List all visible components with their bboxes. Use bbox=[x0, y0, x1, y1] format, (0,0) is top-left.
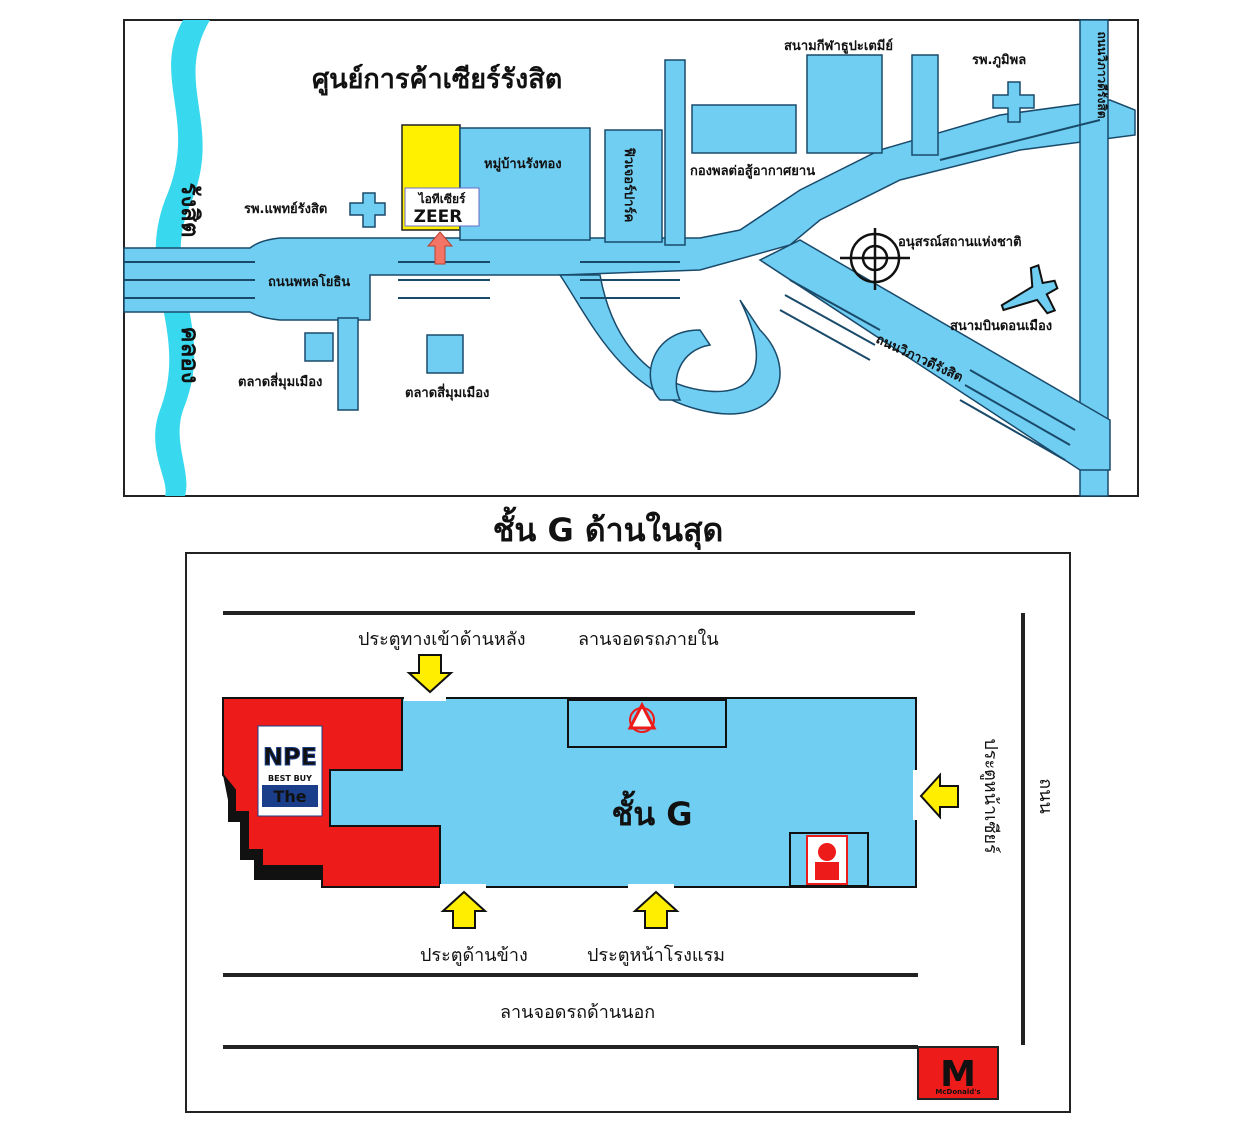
zeer-logo bbox=[404, 187, 480, 227]
zeer-logo-bottom-text: ZEER bbox=[414, 207, 463, 227]
hospital-bhumibol-label: รพ.ภูมิพล bbox=[972, 53, 1026, 68]
airport-airplane-icon bbox=[1000, 264, 1059, 315]
mcdonalds-box bbox=[917, 1046, 999, 1100]
thai-stadium-label: สนามกีฬาธูปะเตมีย์ bbox=[784, 38, 893, 54]
monument-target-icon bbox=[840, 228, 910, 290]
village-building bbox=[459, 127, 591, 241]
zeer-door-gap bbox=[913, 770, 919, 820]
air-force-label: กองพลต่อสู้อากาศยาน bbox=[690, 163, 815, 179]
market-1-building bbox=[304, 332, 334, 362]
hospital-rangsit-label: รพ.แพทย์รังสิต bbox=[244, 201, 327, 217]
road-label: ถนน bbox=[1035, 778, 1056, 814]
back-entrance-arrow-icon bbox=[406, 654, 454, 694]
zeer-entrance-arrow-icon bbox=[426, 231, 454, 265]
future-park-label: ฟิวเจอร์ปาร์ค bbox=[621, 147, 637, 222]
npe-logo-bestbuy: BEST BUY bbox=[268, 774, 312, 783]
side-door-arrow-icon bbox=[440, 890, 488, 929]
mcdonalds-arches-icon: M bbox=[940, 1054, 976, 1095]
hospital-bhumibol-cross-icon bbox=[992, 81, 1035, 123]
hotel-door-gap bbox=[628, 884, 674, 889]
future-park-building bbox=[604, 129, 663, 243]
pt-shop-logo-icon bbox=[627, 701, 657, 730]
air-force-building bbox=[691, 104, 797, 154]
npe-logo-band bbox=[262, 785, 318, 807]
inner-parking-label: ลานจอดรถภายใน bbox=[578, 628, 719, 650]
pt-shop-logo-ring-icon bbox=[629, 707, 655, 733]
outer-parking-label: ลานจอดรถด้านนอก bbox=[500, 1002, 655, 1023]
bottom-map: NPE BEST BUY The M McDonald's ประตูทางเข… bbox=[185, 552, 1071, 1113]
side-road-right bbox=[911, 54, 939, 156]
hotel-door-arrow-icon bbox=[632, 890, 680, 929]
npe-store-shadow bbox=[223, 775, 322, 880]
vibhavadi-diagonal-road bbox=[758, 239, 1111, 471]
back-door-gap bbox=[404, 696, 446, 701]
back-entrance-label: ประตูทางเข้าด้านหลัง bbox=[358, 629, 526, 650]
canal-river bbox=[155, 20, 210, 496]
top-map: ไอทีเซียร์ ZEER ศูนย์การค้าเซียร์รังสิต … bbox=[123, 19, 1139, 497]
canal-label-rangsit: รังสิต bbox=[176, 183, 204, 238]
airport-label: สนามบินดอนเมือง bbox=[950, 318, 1052, 334]
village-label: หมู่บ้านรังทอง bbox=[484, 156, 562, 172]
phahonyothin-road-label: ถนนพหลโยธิน bbox=[268, 273, 350, 290]
npe-logo-the: The bbox=[273, 787, 306, 806]
kfc-logo-body-icon bbox=[815, 862, 839, 880]
market-1-label: ตลาดสี่มุมเมือง bbox=[238, 372, 322, 390]
market-2-building bbox=[426, 334, 464, 374]
side-door-label: ประตูด้านข้าง bbox=[420, 945, 528, 966]
lane-stripes bbox=[124, 119, 1101, 461]
market-2-label: ตลาดสี่มุมเมือง bbox=[405, 383, 489, 401]
mall-title: ศูนย์การค้าเซียร์รังสิต bbox=[312, 63, 562, 96]
side-road-center bbox=[664, 59, 686, 246]
floor-heading: ชั้น G ด้านในสุด bbox=[493, 506, 724, 551]
side-road-left bbox=[337, 317, 359, 411]
monument-label: อนุสรณ์สถานแห่งชาติ bbox=[898, 234, 1022, 250]
vibhavadi-road-label: ถนนวิภาวดีรังสิต bbox=[1095, 31, 1109, 118]
zeer-logo-top-text: ไอทีเซียร์ bbox=[417, 191, 466, 206]
side-door-gap bbox=[440, 884, 486, 889]
phahonyothin-road-shape bbox=[123, 99, 1136, 321]
inner-loop-road bbox=[649, 329, 712, 401]
stadium-building bbox=[806, 54, 883, 154]
npe-logo-text: NPE bbox=[263, 743, 317, 771]
hotel-door-label: ประตูหน้าโรงแรม bbox=[587, 944, 725, 966]
floor-g-label: ชั้น G bbox=[612, 790, 693, 833]
zeer-door-label: ประตูหน้าเซียร์ bbox=[980, 738, 1001, 854]
kfc-logo-face-icon bbox=[818, 843, 836, 861]
mcdonalds-label: McDonald's bbox=[935, 1088, 980, 1096]
hospital-rangsit-cross-icon bbox=[349, 192, 386, 228]
zeer-door-arrow-icon bbox=[919, 772, 959, 820]
canal-label-khlong: คลอง bbox=[176, 327, 204, 384]
